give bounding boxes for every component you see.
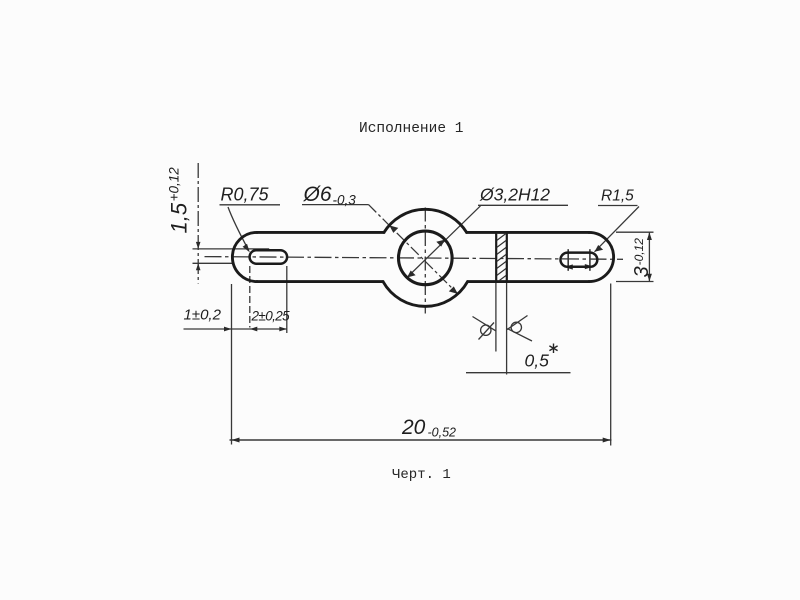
svg-text:1±0,2: 1±0,2 (184, 307, 222, 324)
svg-text:Ø3,2Н12: Ø3,2Н12 (479, 185, 550, 205)
svg-text:2±0,25: 2±0,25 (251, 309, 291, 324)
svg-text:R0,75: R0,75 (221, 185, 270, 205)
svg-text:Исполнение 1: Исполнение 1 (359, 121, 463, 137)
svg-text:-0,52: -0,52 (428, 426, 457, 440)
svg-text:R1,5: R1,5 (601, 188, 634, 205)
svg-text:Черт. 1: Черт. 1 (392, 467, 451, 483)
svg-text:20: 20 (401, 416, 426, 439)
svg-text:0,5: 0,5 (525, 351, 550, 371)
